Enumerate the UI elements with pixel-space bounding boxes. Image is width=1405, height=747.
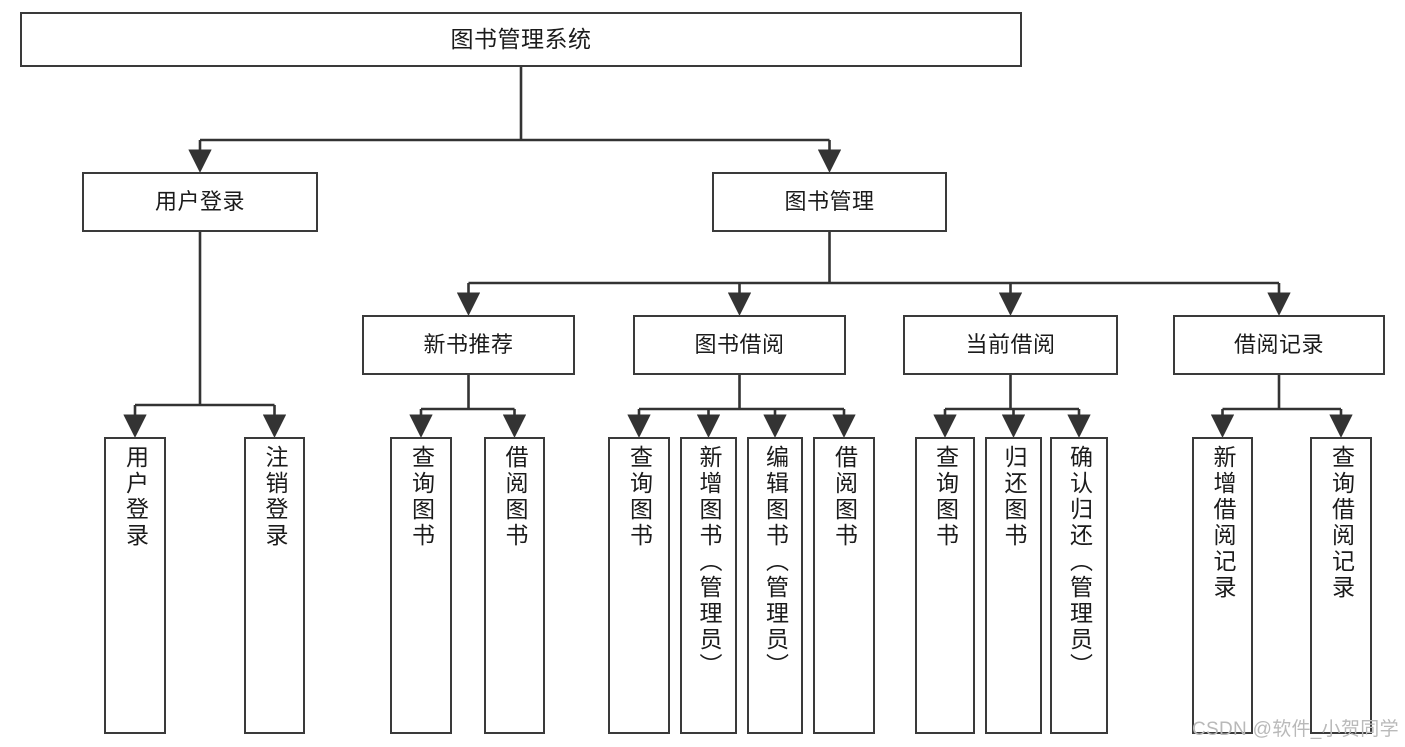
node-label: 新书推荐	[423, 332, 514, 358]
node-label: 注销登录	[262, 445, 288, 549]
node-newrec[interactable]: 新书推荐	[362, 315, 575, 375]
watermark-text: CSDN @软件_小贺同学	[1192, 719, 1399, 740]
node-l10[interactable]: 归还图书	[985, 437, 1042, 734]
node-label: 归还图书	[1001, 445, 1027, 549]
node-label: 图书借阅	[694, 332, 785, 358]
node-label: 查询图书	[626, 445, 653, 549]
node-label: 图书管理系统	[450, 25, 592, 52]
node-label: 图书管理	[784, 189, 875, 215]
node-books[interactable]: 图书管理	[712, 172, 947, 232]
node-label: 查询图书	[408, 445, 435, 549]
node-label: 新增图书（管理员）	[696, 445, 722, 679]
node-history[interactable]: 借阅记录	[1173, 315, 1385, 375]
node-current[interactable]: 当前借阅	[903, 315, 1118, 375]
node-l11[interactable]: 确认归还（管理员）	[1050, 437, 1108, 734]
node-label: 编辑图书（管理员）	[762, 445, 789, 679]
node-label: 借阅图书	[502, 445, 528, 549]
node-label: 用户登录	[122, 445, 149, 549]
node-l2[interactable]: 注销登录	[244, 437, 305, 734]
node-l8[interactable]: 借阅图书	[813, 437, 875, 734]
node-label: 确认归还（管理员）	[1066, 445, 1093, 679]
node-label: 当前借阅	[965, 332, 1056, 358]
node-l13[interactable]: 查询借阅记录	[1310, 437, 1372, 734]
node-l12[interactable]: 新增借阅记录	[1192, 437, 1253, 734]
node-l3[interactable]: 查询图书	[390, 437, 452, 734]
node-l1[interactable]: 用户登录	[104, 437, 166, 734]
node-label: 新增借阅记录	[1210, 445, 1236, 601]
node-label: 借阅图书	[831, 445, 858, 549]
node-borrow[interactable]: 图书借阅	[633, 315, 846, 375]
node-root[interactable]: 图书管理系统	[20, 12, 1022, 67]
node-l6[interactable]: 新增图书（管理员）	[680, 437, 737, 734]
node-l9[interactable]: 查询图书	[915, 437, 975, 734]
node-login[interactable]: 用户登录	[82, 172, 318, 232]
node-l4[interactable]: 借阅图书	[484, 437, 545, 734]
node-l5[interactable]: 查询图书	[608, 437, 670, 734]
node-label: 查询借阅记录	[1328, 445, 1355, 601]
node-label: 借阅记录	[1233, 332, 1324, 358]
node-label: 用户登录	[154, 189, 245, 215]
node-l7[interactable]: 编辑图书（管理员）	[747, 437, 803, 734]
node-label: 查询图书	[932, 445, 959, 549]
